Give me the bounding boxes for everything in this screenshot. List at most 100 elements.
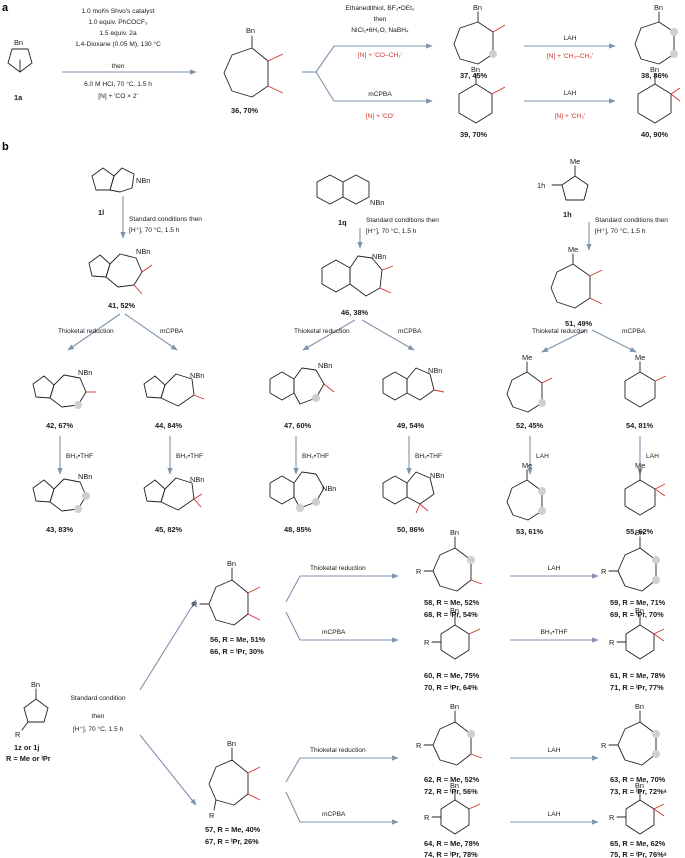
arrows-c-branch [285,573,399,825]
label-73: 73, R = ᴵPr, 72%ᵃ [610,787,667,796]
label-1a: 1a [14,93,23,102]
bn-label-1a: Bn [14,38,23,47]
cond-c-1: Standard condition [71,695,126,702]
bn-label-37: Bn [473,3,482,12]
molecule-65: Bn R 65, R = Me, 62% 75, R = ᴵPr, 76%ᵃ [609,781,667,858]
bn-65: Bn [635,781,644,790]
cond-1h-1: Standard conditions then [595,217,668,224]
molecule-40: Bn 40, 90% [637,65,681,139]
molecule-1h: Me 1h 1h [537,157,589,219]
r-63: R [601,741,606,750]
cond-c-mcpba-2: mCPBA [322,811,346,818]
cond-b-thio-2: Thioketal reduction [294,328,350,335]
molecule-49: NBn 49, 54% [382,366,445,430]
molecule-46: NBn 46, 38% [321,252,394,317]
nbn-49: NBn [428,366,442,375]
molecule-44: NBn 44, 84% [143,371,204,430]
r-64: R [424,813,429,822]
molecule-55: Me 55, 62% [624,461,666,536]
r-61: R [609,638,614,647]
molecule-53: Me 53, 61% [506,461,546,536]
arrows-c-final [510,573,599,825]
bn-label-36: Bn [246,26,255,35]
bn-59: Bn [635,528,644,537]
label-75: 75, R = ᴵPr, 76%ᵃ [610,850,667,858]
ph-1h: 1h [537,181,545,190]
cond-a1-line3: 1.5 equiv. 2a [99,30,137,37]
nbn-43: NBn [78,472,92,481]
me-55: Me [635,461,645,470]
molecule-64: Bn R 64, R = Me, 78% 74, R = ᴵPr, 78% [424,781,481,858]
cond-b-thio-3: Thioketal reduction [532,328,588,335]
bn-63: Bn [635,702,644,711]
label-48: 48, 85% [284,525,312,534]
cond-c-thio-1: Thioketal reduction [310,565,366,572]
molecule-52: Me 52, 45% [506,353,553,430]
cond-bh3-4: BH₃•THF [415,453,442,460]
label-54: 54, 81% [626,421,654,430]
cond-a1-hcl: 6.0 M HCl, 70 °C, 1.5 h [84,80,152,88]
cond-c-mcpba-1: mCPBA [322,629,346,636]
me-54: Me [635,353,645,362]
label-36: 36, 70% [231,106,259,115]
cond-1h-2: [H⁺], 70 °C, 1.5 h [595,227,646,235]
molecule-63: Bn R 63, R = Me, 70% 73, R = ᴵPr, 72%ᵃ [601,702,667,796]
r-57: R [209,811,214,820]
molecule-42: NBn 42, 67% [32,368,96,430]
me-1h: Me [570,157,580,166]
cond-thio-2: NiCl₂•6H₂O, NaBH₄ [351,27,409,34]
nbn-42: NBn [78,368,92,377]
label-60: 60, R = Me, 75% [424,671,480,680]
molecule-50: NBn 50, 86% [382,471,444,534]
cond-thio-1: Ethanedithiol, BF₃•OEt₂ [345,5,415,12]
nbn-44: NBn [190,371,204,380]
molecule-1a: Bn 1a [7,38,33,102]
molecule-1q: NBn 1q [316,174,384,227]
cond-a1-line1: 1.0 mol% Shvo's catalyst [81,8,154,15]
cond-lah1: LAH [564,35,577,42]
molecule-61: Bn R 61, R = Me, 78% 71, R = ᴵPr, 77% [609,606,666,692]
cond-b-mcpba-3: mCPBA [622,328,646,335]
label-1h: 1h [563,210,572,219]
cond-c-lah-3: LAH [548,811,561,818]
cond-lah-b2: LAH [646,453,659,460]
label-65: 65, R = Me, 62% [610,839,666,848]
molecule-43: NBn 43, 83% [32,472,92,534]
cond-1q-1: Standard conditions then [366,217,439,224]
label-72: 72, R = ᴵPr, 56% [424,787,478,796]
r-1z: R [15,730,20,739]
cond-c-thio-2: Thioketal reduction [310,747,366,754]
cond-a1-then: then [112,63,125,70]
r-59: R [601,567,606,576]
label-50: 50, 86% [397,525,425,534]
label-63: 63, R = Me, 70% [610,775,666,784]
label-44: 44, 84% [155,421,183,430]
cond-c-bh3: BH₃•THF [541,629,568,636]
molecule-37: Bn 37, 45% [453,3,506,80]
nbn-1q: NBn [370,198,384,207]
label-58: 58, R = Me, 52% [424,598,480,607]
nbn-48: NBn [322,484,336,493]
bn-58: Bn [450,528,459,537]
bn-61: Bn [635,606,644,615]
nbn-41: NBn [136,247,150,256]
molecule-57: Bn R 57, R = Me, 40% 67, R = ᴵPr, 26% [205,739,261,846]
cond-bh3-2: BH₃•THF [176,453,203,460]
label-64: 64, R = Me, 78% [424,839,480,848]
molecule-39: Bn 39, 70% [458,65,506,139]
label-56: 56, R = Me, 51% [210,635,266,644]
cond-lah2-n: [N] + 'CH₂' [555,113,586,120]
label-68: 68, R = ᴵPr, 54% [424,610,478,619]
me-53: Me [522,461,532,470]
label-43: 43, 83% [46,525,74,534]
arrow-c-up [139,599,197,691]
cond-a1-n: [N] + 'CO × 2' [98,93,138,100]
label-1l: 1l [98,208,104,217]
molecule-45: NBn 45, 82% [143,475,204,534]
molecule-41: NBn 41, 52% [88,247,153,310]
label-45: 45, 82% [155,525,183,534]
r-58: R [416,567,421,576]
molecule-58: Bn R 58, R = Me, 52% 68, R = ᴵPr, 54% [416,528,483,619]
label-61: 61, R = Me, 78% [610,671,666,680]
conditions-a-mcpba: mCPBA [N] + 'CO' [366,91,394,120]
